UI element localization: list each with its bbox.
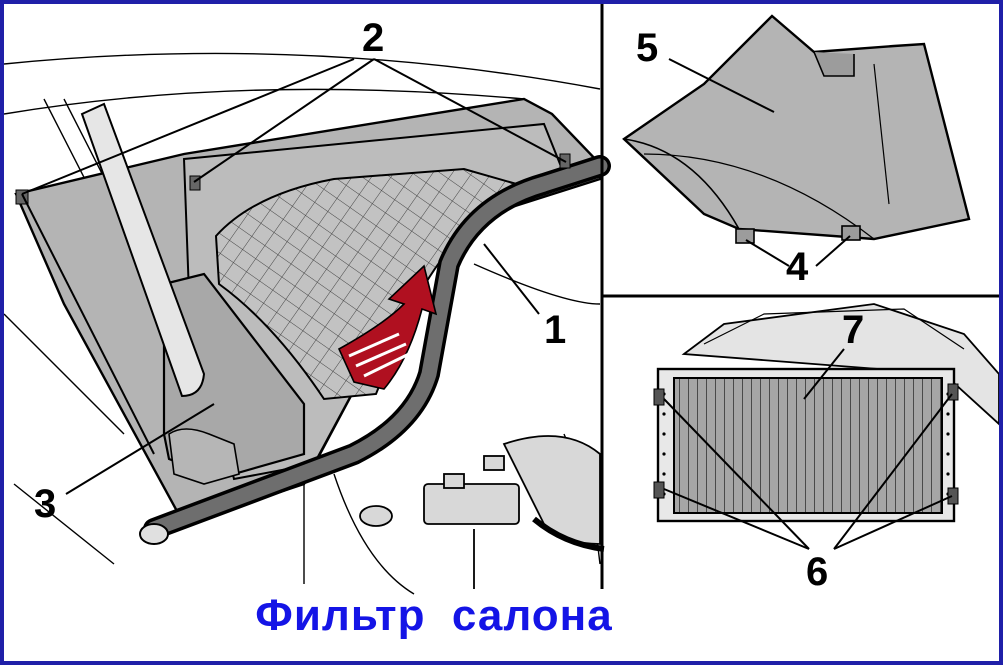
- callout-3: 3: [34, 482, 57, 526]
- callout-1: 1: [544, 308, 567, 352]
- seal-strip-end: [139, 523, 169, 545]
- diagram-caption: Фильтр салона: [255, 591, 613, 640]
- clip-6-top-right: [947, 383, 959, 401]
- tab-4-left: [735, 228, 755, 244]
- diagram-art: [4, 4, 999, 595]
- clip-6-bottom-right: [947, 487, 959, 505]
- clip-6-bottom-left: [653, 481, 665, 499]
- leader-lines-main: [21, 58, 567, 495]
- seal-strip-1: [146, 158, 608, 537]
- removal-arrow: [337, 264, 438, 390]
- callout-5: 5: [636, 26, 659, 70]
- callout-6: 6: [806, 550, 829, 594]
- callout-7: 7: [842, 308, 865, 352]
- clip-2-left: [189, 175, 201, 191]
- main-view: [4, 52, 611, 595]
- cover-part-3-lip: [168, 428, 240, 485]
- cover-part-5: [622, 14, 971, 241]
- cover-view: [622, 14, 971, 267]
- callout-2: 2: [362, 16, 385, 60]
- clip-6-top-left: [653, 388, 665, 406]
- callout-4: 4: [786, 245, 809, 289]
- filter-element-7: [673, 377, 943, 514]
- filter-cover-mesh: [214, 167, 537, 401]
- leader-lines-cover: [668, 58, 851, 267]
- tab-4-right: [841, 225, 861, 241]
- leader-lines-filter: [663, 348, 953, 550]
- filter-view: [653, 303, 999, 550]
- frame-perforations: [662, 392, 950, 496]
- engine-components: [359, 435, 605, 589]
- strut-rod: [80, 102, 206, 398]
